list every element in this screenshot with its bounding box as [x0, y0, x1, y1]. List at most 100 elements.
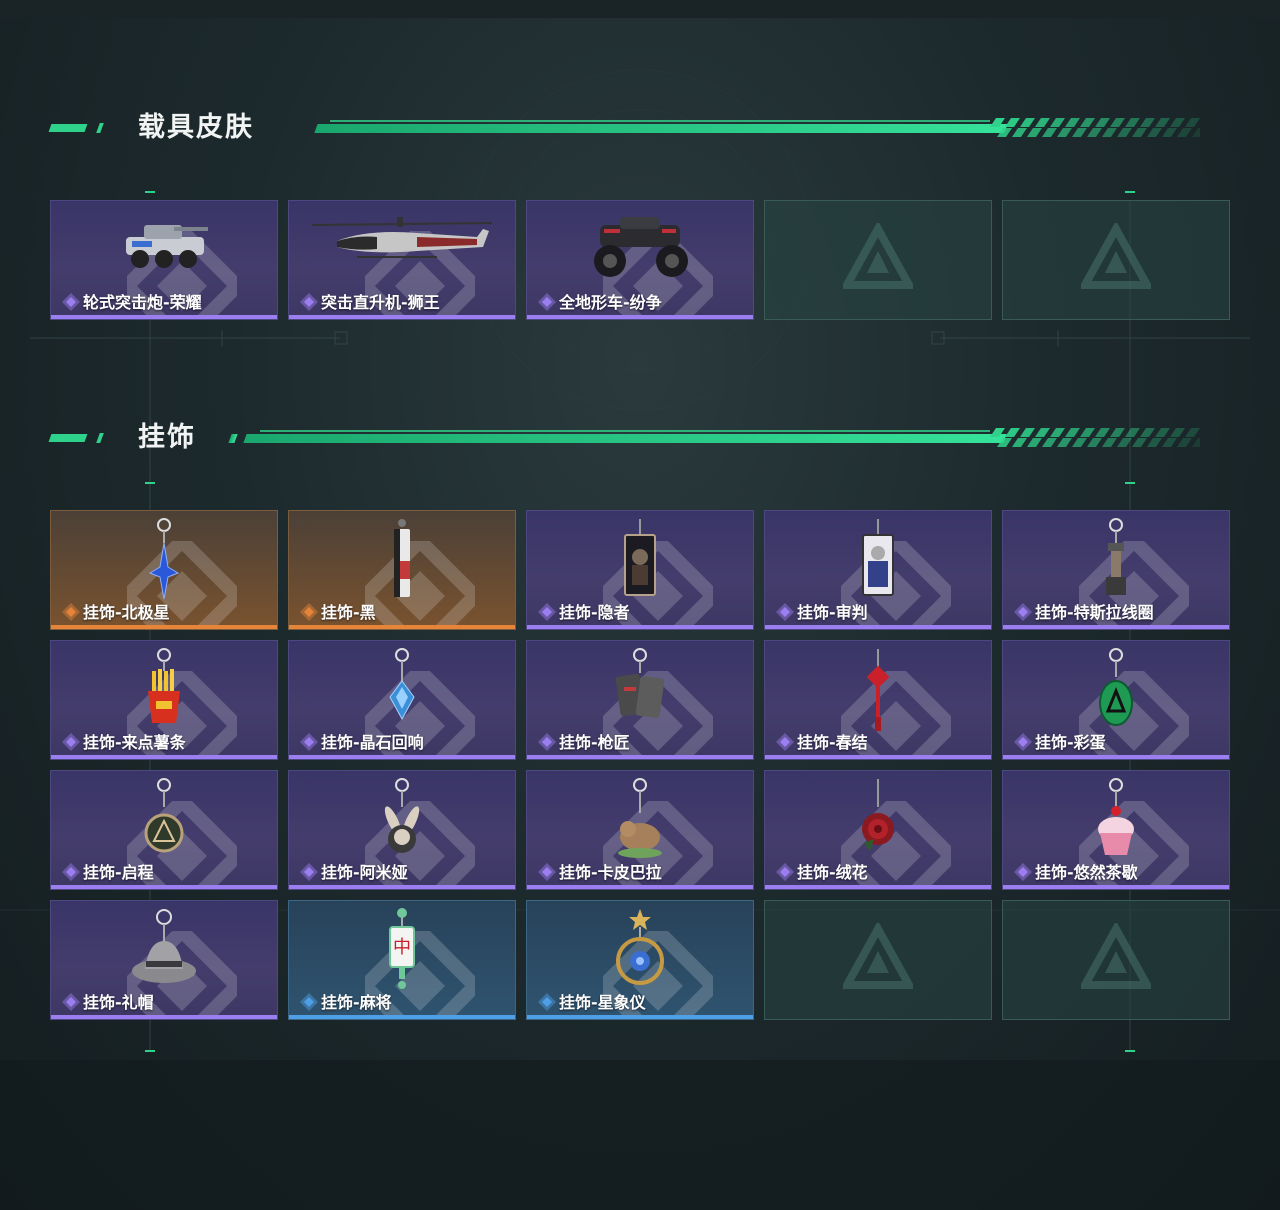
- rarity-gem-icon: [1013, 732, 1033, 752]
- item-card[interactable]: 挂饰-北极星: [50, 510, 278, 630]
- corner-tick: [1125, 191, 1135, 193]
- rarity-gem-icon: [299, 992, 319, 1012]
- black-tag-charm-icon: [382, 517, 422, 611]
- item-card[interactable]: 中 挂饰-麻将: [288, 900, 516, 1020]
- item-label: 全地形车-纷争: [559, 293, 662, 312]
- rarity-bar: [51, 315, 277, 319]
- header-accent-tick: [96, 123, 104, 133]
- rarity-bar: [289, 625, 515, 629]
- chinese-knot-charm-icon: [858, 647, 898, 741]
- rarity-bar: [527, 755, 753, 759]
- astrolabe-charm-icon: [612, 907, 668, 1001]
- header-accent-tick: [96, 433, 104, 443]
- rarity-gem-icon: [61, 992, 81, 1012]
- item-card[interactable]: 挂饰-枪匠: [526, 640, 754, 760]
- item-card[interactable]: 挂饰-晶石回响: [288, 640, 516, 760]
- item-card[interactable]: 挂饰-隐者: [526, 510, 754, 630]
- item-label: 挂饰-隐者: [559, 603, 630, 622]
- emblem-icon: [1078, 920, 1154, 997]
- header-progress-line: [243, 434, 1007, 443]
- rarity-bar: [289, 755, 515, 759]
- header-thin-line: [260, 430, 990, 432]
- empty-slot-card: [1002, 900, 1230, 1020]
- rabbit-charm-icon: [377, 777, 427, 871]
- item-card[interactable]: 挂饰-彩蛋: [1002, 640, 1230, 760]
- item-card[interactable]: 挂饰-启程: [50, 770, 278, 890]
- rarity-gem-icon: [61, 602, 81, 622]
- item-card[interactable]: 挂饰-审判: [764, 510, 992, 630]
- rarity-bar: [51, 625, 277, 629]
- corner-tick: [145, 191, 155, 193]
- header-accent-bar: [48, 124, 88, 132]
- diamond-pattern-icon: [831, 661, 961, 759]
- empty-slot-card: [764, 900, 992, 1020]
- item-card[interactable]: 挂饰-春结: [764, 640, 992, 760]
- rarity-gem-icon: [61, 292, 81, 312]
- item-label: 挂饰-麻将: [321, 993, 392, 1012]
- item-label: 挂饰-审判: [797, 603, 868, 622]
- empty-slot-card: [764, 200, 992, 320]
- rarity-gem-icon: [299, 862, 319, 882]
- rarity-bar: [527, 625, 753, 629]
- item-label: 挂饰-礼帽: [83, 993, 154, 1012]
- rarity-gem-icon: [537, 292, 557, 312]
- rarity-bar: [527, 315, 753, 319]
- item-card[interactable]: 轮式突击炮-荣耀: [50, 200, 278, 320]
- rarity-bar: [765, 625, 991, 629]
- section-header-vehicle-skins: 载具皮肤: [0, 108, 1280, 148]
- item-label: 挂饰-绒花: [797, 863, 868, 882]
- section-title: 挂饰: [138, 422, 196, 453]
- item-card[interactable]: 挂饰-阿米娅: [288, 770, 516, 890]
- rarity-gem-icon: [1013, 862, 1033, 882]
- item-label: 挂饰-阿米娅: [321, 863, 408, 882]
- item-label: 挂饰-春结: [797, 733, 868, 752]
- rarity-bar: [1003, 755, 1229, 759]
- corner-tick: [1125, 1050, 1135, 1052]
- rarity-bar: [51, 885, 277, 889]
- emblem-icon: [1078, 220, 1154, 297]
- crystal-charm-icon: [382, 647, 422, 741]
- rarity-bar: [51, 1015, 277, 1019]
- diamond-pattern-icon: [593, 921, 723, 1019]
- diamond-pattern-icon: [117, 531, 247, 629]
- checker-flag-pattern: [990, 118, 1200, 137]
- item-label: 挂饰-悠然茶歇: [1035, 863, 1138, 882]
- corner-tick: [145, 1050, 155, 1052]
- item-card[interactable]: 挂饰-礼帽: [50, 900, 278, 1020]
- item-card[interactable]: 挂饰-黑: [288, 510, 516, 630]
- armored-car-icon: [114, 207, 214, 281]
- item-card[interactable]: 挂饰-星象仪: [526, 900, 754, 1020]
- svg-text:中: 中: [393, 937, 411, 958]
- hermit-card-charm-icon: [615, 517, 665, 611]
- diamond-pattern-icon: [355, 661, 485, 759]
- section-header-charms: 挂饰: [0, 418, 1280, 458]
- item-card[interactable]: 挂饰-卡皮巴拉: [526, 770, 754, 890]
- emblem-icon: [840, 920, 916, 997]
- item-label: 挂饰-黑: [321, 603, 376, 622]
- mahjong-charm-icon: 中: [382, 907, 422, 1001]
- fries-charm-icon: [142, 647, 186, 741]
- rarity-gem-icon: [299, 602, 319, 622]
- section-title: 载具皮肤: [138, 112, 254, 143]
- helicopter-icon: [307, 207, 497, 281]
- item-card[interactable]: 挂饰-绒花: [764, 770, 992, 890]
- item-card[interactable]: 突击直升机-狮王: [288, 200, 516, 320]
- item-label: 挂饰-启程: [83, 863, 154, 882]
- rarity-gem-icon: [537, 602, 557, 622]
- north-star-charm-icon: [144, 517, 184, 611]
- item-label: 突击直升机-狮王: [321, 293, 440, 312]
- item-label: 挂饰-北极星: [83, 603, 170, 622]
- rarity-gem-icon: [299, 292, 319, 312]
- compass-medal-charm-icon: [142, 777, 186, 871]
- diamond-pattern-icon: [117, 221, 247, 319]
- rarity-bar: [1003, 885, 1229, 889]
- rarity-gem-icon: [1013, 602, 1033, 622]
- item-card[interactable]: 全地形车-纷争: [526, 200, 754, 320]
- item-card[interactable]: 挂饰-特斯拉线圈: [1002, 510, 1230, 630]
- item-card[interactable]: 挂饰-悠然茶歇: [1002, 770, 1230, 890]
- item-label: 挂饰-卡皮巴拉: [559, 863, 662, 882]
- corner-tick: [145, 482, 155, 484]
- rarity-gem-icon: [537, 732, 557, 752]
- item-card[interactable]: 挂饰-来点薯条: [50, 640, 278, 760]
- rarity-gem-icon: [61, 732, 81, 752]
